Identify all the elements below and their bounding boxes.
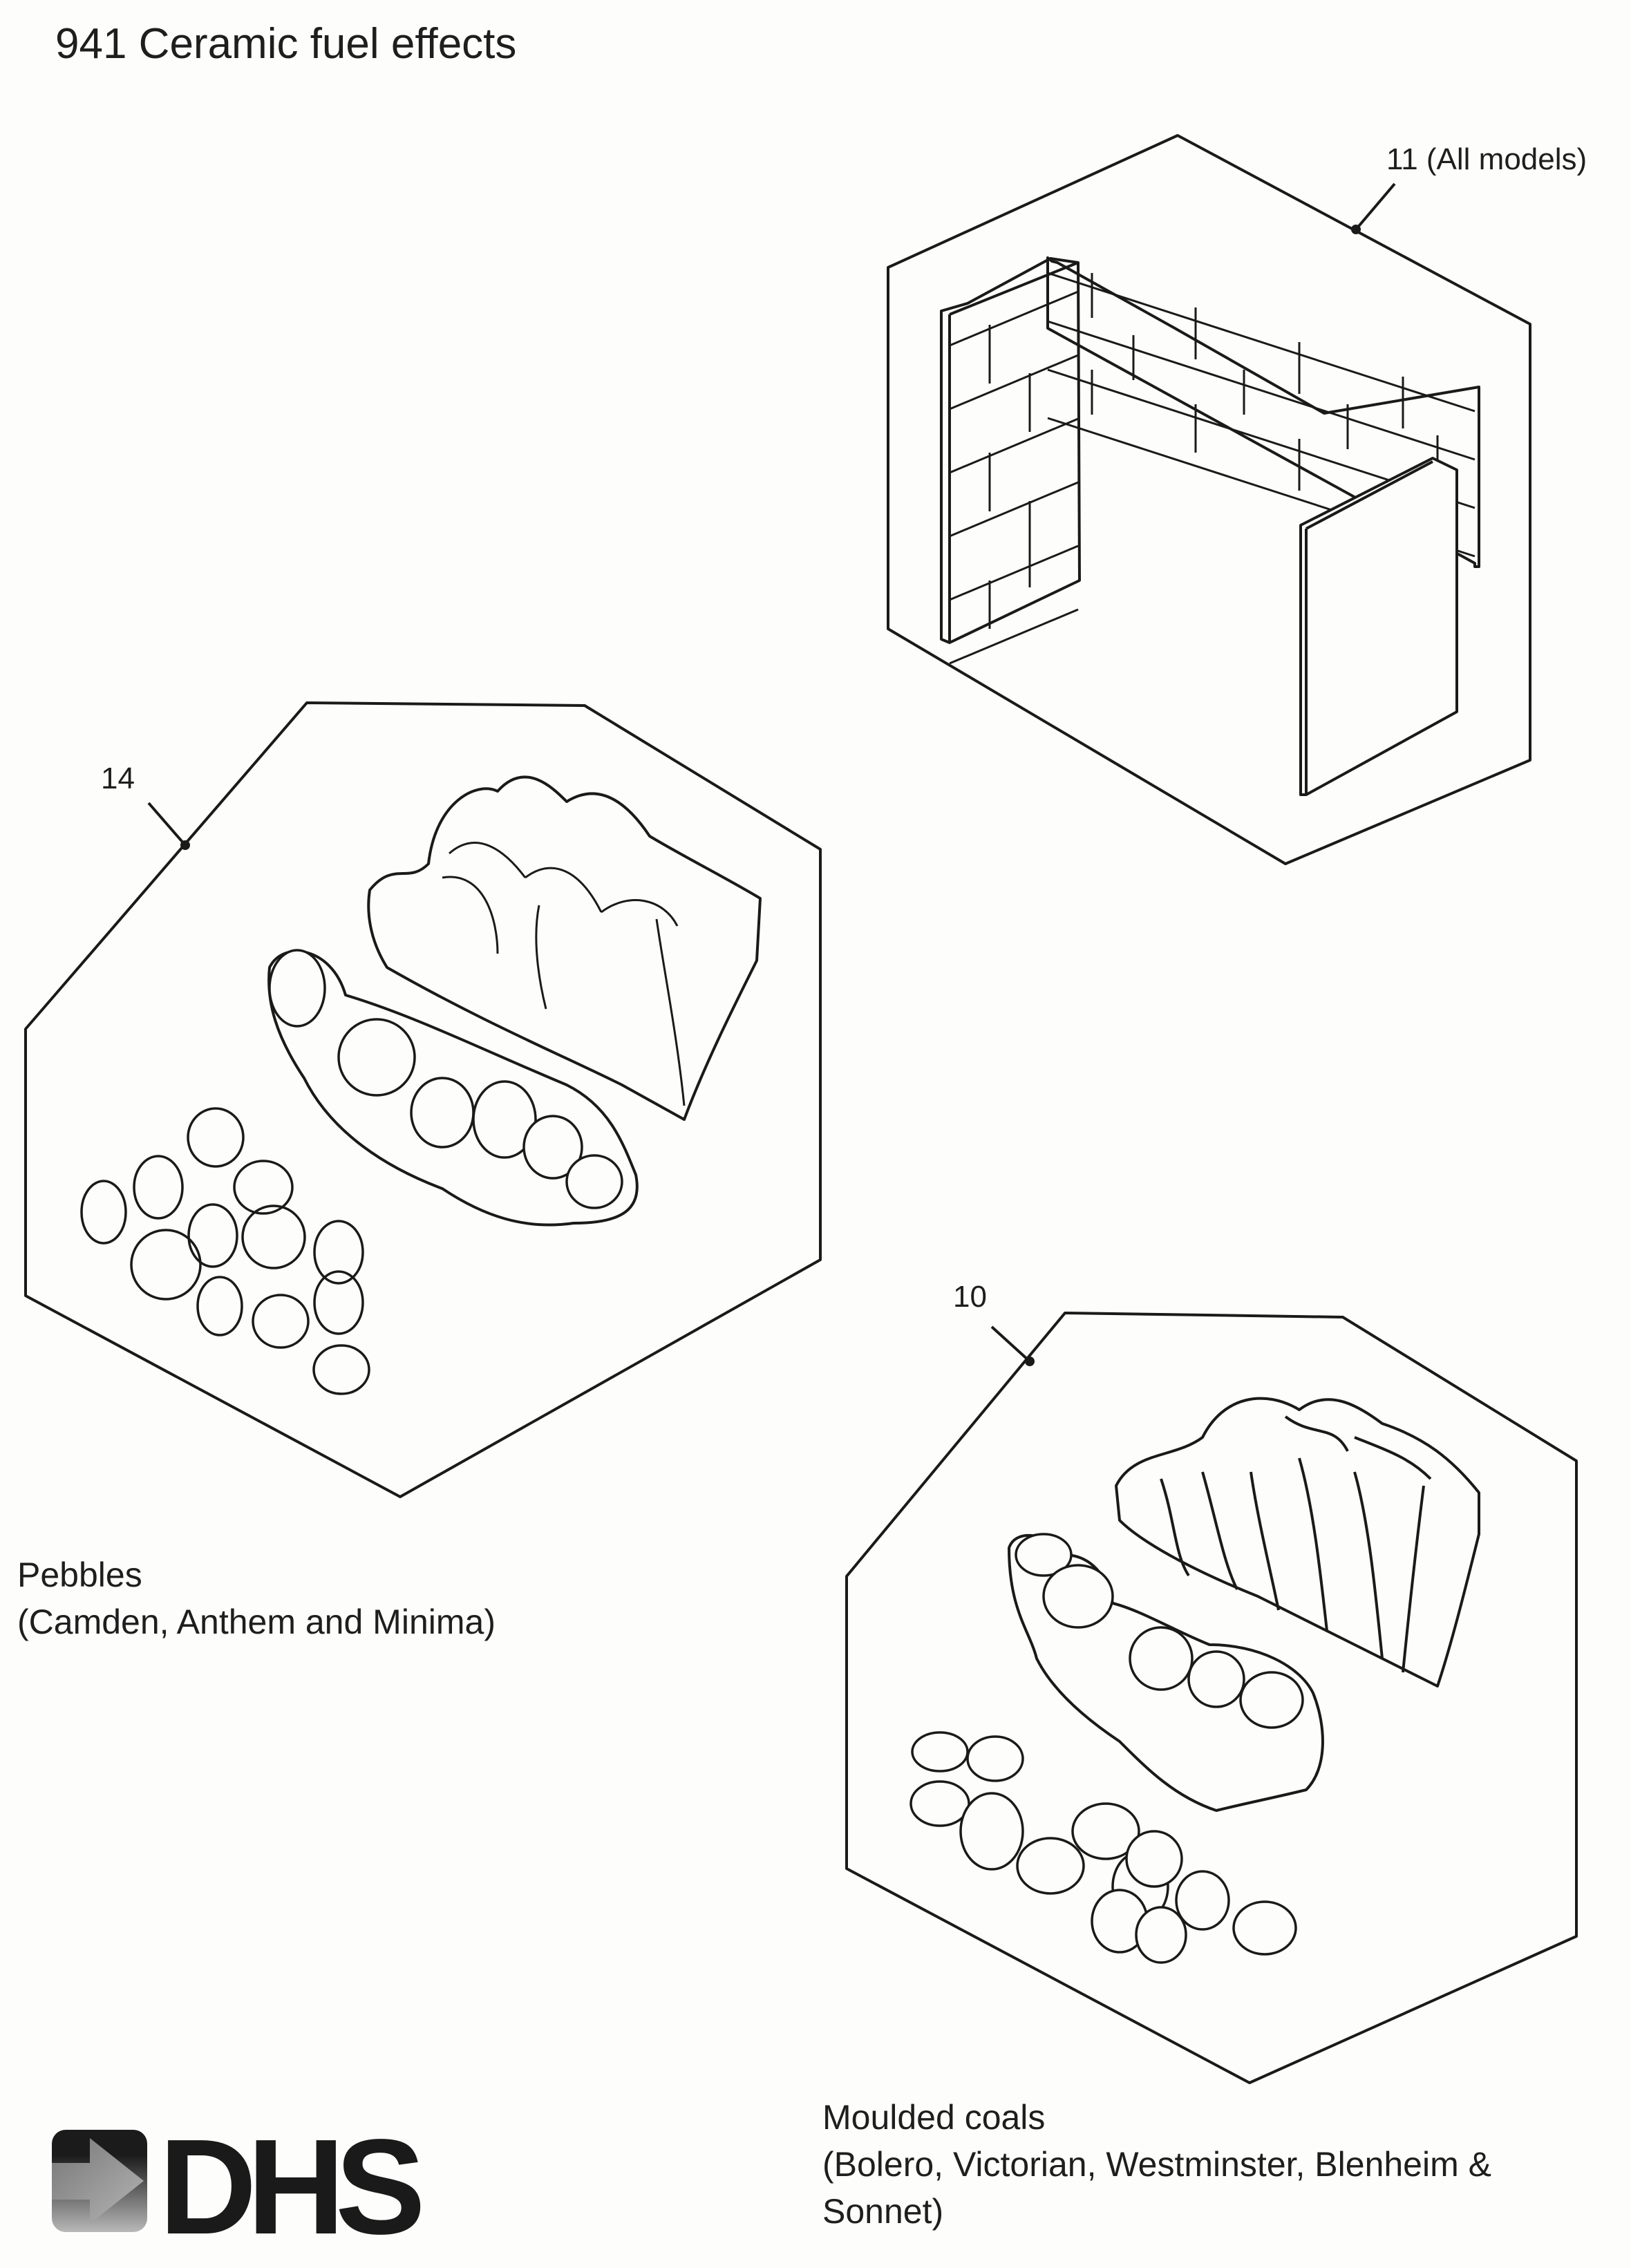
hexagon-outline [845, 1312, 1578, 2084]
logo-wordmark: DHS [159, 2111, 426, 2262]
callout-label-10: 10 [953, 1280, 987, 1314]
brick-course-line [949, 290, 1079, 347]
side-panel [1299, 457, 1458, 796]
pebble [410, 1077, 475, 1149]
page-title: 941 Ceramic fuel effects [55, 20, 517, 68]
pebble [196, 1276, 243, 1336]
pebble [312, 1344, 370, 1395]
pebble [187, 1203, 238, 1268]
coal [1016, 1837, 1085, 1895]
pebble-front-tray [267, 949, 639, 1227]
callout-dot [180, 840, 190, 850]
coals-caption: Moulded coals (Bolero, Victorian, Westmi… [822, 2094, 1491, 2235]
coal [1239, 1671, 1304, 1729]
coal [966, 1735, 1024, 1782]
caption-line: Sonnet) [822, 2192, 944, 2231]
callout-dot [1351, 225, 1361, 234]
coal [1042, 1564, 1114, 1629]
caption-line: (Camden, Anthem and Minima) [17, 1603, 496, 1641]
brick-course-line [949, 354, 1079, 410]
coal [1071, 1802, 1140, 1860]
pebble [268, 949, 326, 1028]
pebble-back-tray [367, 775, 762, 1121]
pebble [313, 1270, 364, 1335]
pebble [313, 1220, 364, 1285]
callout-leader [990, 1325, 1031, 1363]
coal [1232, 1900, 1297, 1956]
callout-label-11: 11 (All models) [1386, 142, 1587, 176]
callout-leader [1355, 182, 1396, 231]
hexagon-outline [887, 134, 1531, 865]
pebble [565, 1154, 623, 1209]
brick-course-line [949, 417, 1079, 474]
coal [1125, 1830, 1183, 1888]
coal [911, 1731, 969, 1773]
pebbles-diagram [24, 701, 822, 1498]
coal [1129, 1626, 1194, 1691]
coal [1135, 1906, 1187, 1964]
coal [909, 1780, 970, 1827]
brick-course-line [949, 545, 1079, 601]
pebble [337, 1018, 416, 1097]
hexagon-outline [24, 701, 822, 1498]
dhs-logo: DHS [52, 2111, 426, 2262]
pebble [472, 1080, 537, 1159]
brick-course-line [949, 608, 1079, 665]
brick-course-line [949, 481, 1079, 538]
callout-label-14: 14 [101, 762, 135, 795]
pebble [241, 1204, 306, 1269]
brick-panels-diagram [887, 134, 1531, 865]
pebble [522, 1115, 583, 1180]
coal [1015, 1533, 1073, 1577]
coal [1175, 1870, 1230, 1931]
brick-course-line [1047, 320, 1476, 461]
pebble [133, 1155, 184, 1220]
pebble [252, 1294, 310, 1349]
callout-dot [1025, 1357, 1035, 1366]
pebble [233, 1160, 294, 1215]
pebbles-caption: Pebbles (Camden, Anthem and Minima) [17, 1551, 496, 1645]
coal [959, 1792, 1024, 1871]
left-brick-panel [940, 257, 1081, 665]
pebble [80, 1180, 127, 1245]
caption-line: Moulded coals [822, 2098, 1046, 2137]
caption-line: (Bolero, Victorian, Westminster, Blenhei… [822, 2145, 1491, 2184]
coal [1187, 1650, 1245, 1708]
pebble [130, 1229, 202, 1301]
coal-back-tray [1115, 1397, 1480, 1688]
moulded-coals-diagram [845, 1312, 1578, 2084]
caption-line: Pebbles [17, 1556, 142, 1594]
arrow-icon [52, 2130, 147, 2232]
pebble [187, 1107, 245, 1168]
callout-leader [147, 802, 187, 847]
